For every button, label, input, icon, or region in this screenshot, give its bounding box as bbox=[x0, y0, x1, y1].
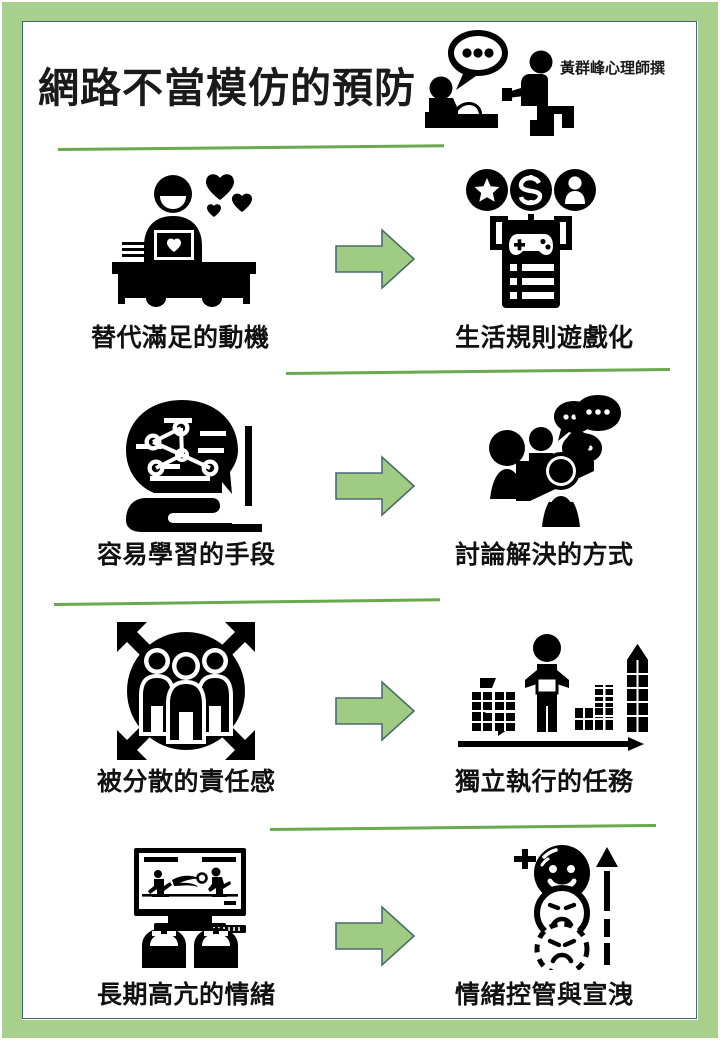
row-3-solution-label: 獨立執行的任務 bbox=[455, 767, 634, 796]
row-4-solution-label: 情緒控管與宣洩 bbox=[455, 980, 634, 1009]
row-1-problem-label: 替代滿足的動機 bbox=[91, 323, 270, 352]
emotion-faces-scale-arrow-icon bbox=[500, 845, 630, 970]
row-2-solution-label: 討論解決的方式 bbox=[455, 540, 634, 569]
frame-band-left bbox=[2, 2, 22, 1038]
author-byline: 黃群峰心理師撰 bbox=[560, 59, 666, 77]
row-4-problem-label: 長期高亢的情緒 bbox=[97, 980, 276, 1009]
row-3-problem-label: 被分散的責任感 bbox=[97, 767, 276, 796]
frame-band-bottom bbox=[2, 1020, 718, 1038]
row-4-arrow bbox=[334, 905, 416, 971]
frame-band-right bbox=[698, 2, 718, 1038]
person-building-blocks-progress-icon bbox=[452, 626, 648, 756]
row-1-solution-label: 生活規則遊戲化 bbox=[455, 323, 634, 352]
row-3-arrow bbox=[334, 680, 416, 746]
group-discussion-speech-bubbles-icon bbox=[470, 395, 630, 540]
crowd-circle-diffusion-arrows-icon bbox=[113, 618, 259, 764]
row-2-arrow bbox=[334, 455, 416, 521]
row-2-problem-label: 容易學習的手段 bbox=[97, 540, 276, 569]
frame-band-top bbox=[2, 2, 718, 21]
page-title: 網路不當模仿的預防 bbox=[38, 64, 416, 112]
gamepad-checklist-star-coin-avatar-icon bbox=[466, 168, 596, 308]
hand-laptop-network-bubble-icon bbox=[120, 398, 270, 538]
tv-fighting-game-controllers-icon bbox=[128, 848, 252, 968]
person-at-desk-laptop-hearts-icon bbox=[110, 168, 258, 308]
row-1-arrow bbox=[334, 228, 416, 294]
therapy-session-icon bbox=[412, 28, 582, 148]
